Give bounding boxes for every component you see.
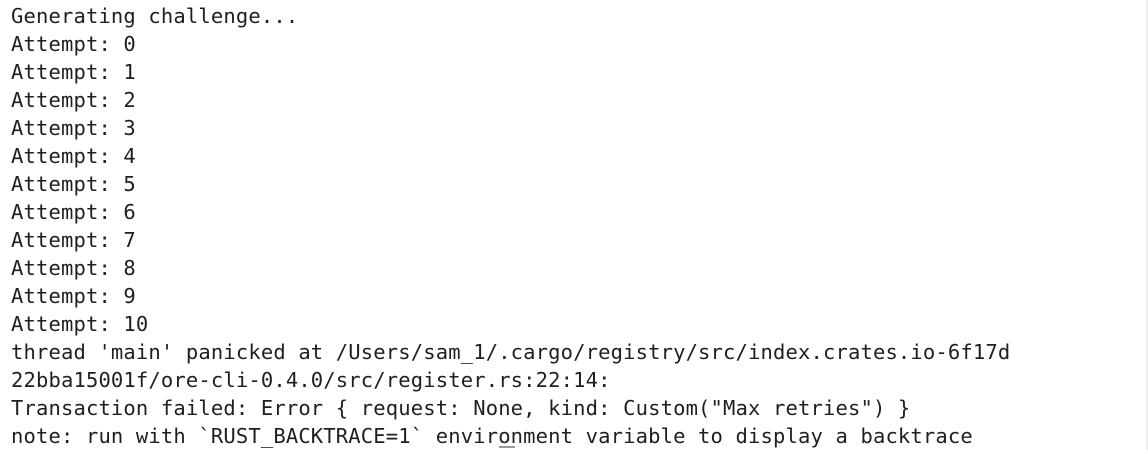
panic-location-continuation-line: 22bba15001f/ore-cli-0.4.0/src/register.r… <box>11 368 611 392</box>
backtrace-note-line: note: run with `RUST_BACKTRACE=1` enviro… <box>11 424 973 448</box>
transaction-error-line: Transaction failed: Error { request: Non… <box>11 396 911 420</box>
attempt-line-10: Attempt: 10 <box>11 312 149 336</box>
attempt-line-1: Attempt: 1 <box>11 60 136 84</box>
text-cursor <box>499 446 515 448</box>
panic-location-line: thread 'main' panicked at /Users/sam_1/.… <box>11 340 1011 364</box>
attempt-line-5: Attempt: 5 <box>11 172 136 196</box>
attempt-line-0: Attempt: 0 <box>11 32 136 56</box>
attempt-line-2: Attempt: 2 <box>11 88 136 112</box>
attempt-line-8: Attempt: 8 <box>11 256 136 280</box>
attempt-line-9: Attempt: 9 <box>11 284 136 308</box>
attempt-line-3: Attempt: 3 <box>11 116 136 140</box>
window-right-edge <box>1146 0 1148 450</box>
attempt-line-4: Attempt: 4 <box>11 144 136 168</box>
status-line-generating: Generating challenge... <box>11 4 299 28</box>
attempt-line-7: Attempt: 7 <box>11 228 136 252</box>
attempt-line-6: Attempt: 6 <box>11 200 136 224</box>
